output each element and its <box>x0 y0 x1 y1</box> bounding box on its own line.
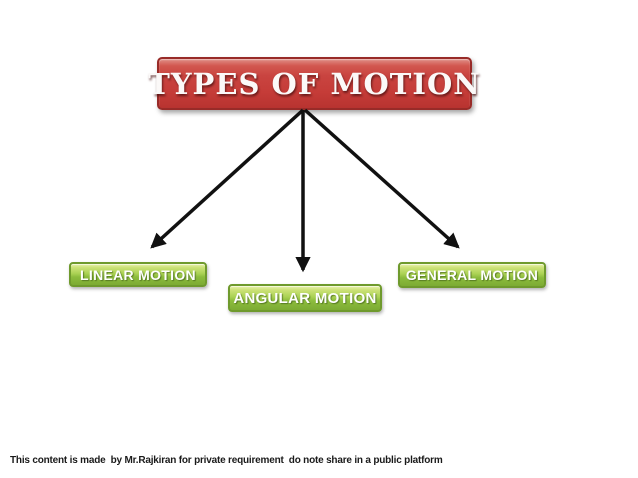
title-label: TYPES OF MOTION <box>148 66 481 101</box>
arrow-to-linear-motion <box>150 108 305 249</box>
title-box: TYPES OF MOTION <box>148 57 480 110</box>
node-angular-motion: ANGULAR MOTION <box>228 284 382 312</box>
node-general-motion-label: GENERAL MOTION <box>405 267 539 283</box>
node-linear-motion-label: LINEAR MOTION <box>80 266 196 283</box>
node-general-motion: GENERAL MOTION <box>398 262 546 288</box>
footer-disclaimer: This content is made by Mr.Rajkiran for … <box>10 455 443 466</box>
arrow-to-general-motion <box>303 108 460 249</box>
node-linear-motion: LINEAR MOTION <box>69 262 207 287</box>
node-angular-motion-label: ANGULAR MOTION <box>233 289 377 307</box>
